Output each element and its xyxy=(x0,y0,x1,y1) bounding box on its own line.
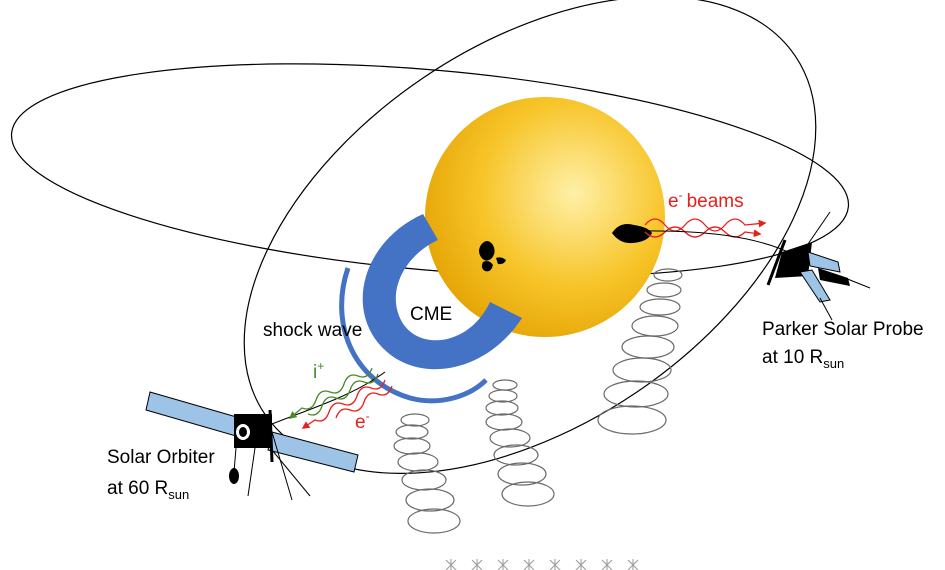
cme-label: CME xyxy=(410,304,452,325)
svg-text:at 60 Rsun: at 60 Rsun xyxy=(107,478,189,502)
sunspot xyxy=(612,224,652,244)
ion-wave xyxy=(288,367,379,419)
electron-beams-word: beams xyxy=(687,191,744,212)
shock-wave-label: shock wave xyxy=(263,320,362,341)
ion-label: i xyxy=(313,362,317,383)
shock-wave xyxy=(339,267,488,404)
ion-sup: + xyxy=(317,359,324,373)
svg-text:i+: i+ xyxy=(313,359,324,383)
decorative-asterisks xyxy=(445,559,639,570)
electron-beams-sup: - xyxy=(679,188,683,202)
magnetic-coil-icon xyxy=(393,413,461,534)
svg-text:at 10 Rsun: at 10 Rsun xyxy=(762,347,844,371)
orbiter-label-line1: Solar Orbiter xyxy=(107,447,215,468)
parker-solar-probe-icon xyxy=(766,211,871,321)
field-line xyxy=(631,230,801,259)
orbiter-label-sub: sun xyxy=(168,487,189,502)
electron-beams-label: e xyxy=(668,191,679,212)
parker-orbit xyxy=(10,63,850,277)
orbiter-label-line2: at 60 R xyxy=(107,478,168,499)
solar-orbiter-icon xyxy=(145,391,359,501)
sunspot xyxy=(479,241,506,272)
electron-beams xyxy=(644,218,767,238)
parker-label-sub: sun xyxy=(823,356,844,371)
parker-label-line1: Parker Solar Probe xyxy=(762,319,924,340)
cme-icon xyxy=(362,214,522,370)
magnetic-coil-icon xyxy=(597,268,683,435)
magnetic-coil-icon xyxy=(485,379,555,507)
sun-icon xyxy=(425,97,665,337)
field-line xyxy=(261,371,386,429)
svg-text:e-: e- xyxy=(355,409,370,433)
svg-text:e-beams: e-beams xyxy=(668,188,744,212)
electron-sup: - xyxy=(366,409,370,423)
electron-wave xyxy=(301,379,393,429)
solar-orbiter-orbit xyxy=(243,0,817,474)
parker-label-line2: at 10 R xyxy=(762,347,823,368)
electron-label: e xyxy=(355,412,366,433)
